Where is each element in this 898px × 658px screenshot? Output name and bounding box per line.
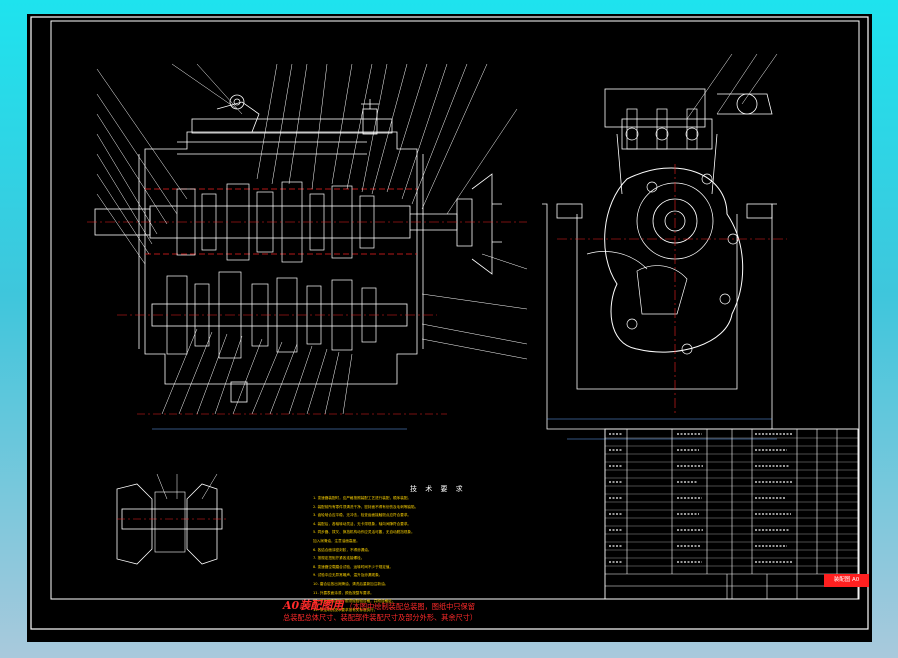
note-line: 3. 齿轮啮合应平稳，无冲击，检查齿面接触斑点应符合要求。 <box>313 513 412 518</box>
caption-text: （本图中绘制装配总装图，图纸中只保留 <box>345 602 475 611</box>
tech-requirements-notes: 1. 变速器装配时，应严格按照装配工艺进行装配，顺序装配。 2. 装配前所有零件… <box>313 494 583 614</box>
parts-list <box>604 428 859 600</box>
detail-view <box>116 473 227 565</box>
drawing-stamp: 装配图 A0 <box>824 574 869 587</box>
note-line: 13. 未注明的技术要求按有关标准执行。 <box>313 607 378 612</box>
note-line: 2. 装配前所有零件须清洗干净，密封面不得有划伤及毛刺等缺陷。 <box>313 504 419 509</box>
note-line: 5. 同步器、拨叉、换挡机构动作应灵活可靠，无自动脱挡现象。 <box>313 530 415 535</box>
note-line: 12. 变速器总成出厂前须经检验合格，并附合格证。 <box>313 599 396 604</box>
note-line: 6. 各结合面涂密封胶，不得渗漏油。 <box>313 547 372 552</box>
note-line: 10. 磨合后放出润滑油，清洗后重新加注新油。 <box>313 581 389 586</box>
note-line: 加入润滑油，注意油面高度。 <box>313 538 360 543</box>
drawing-sheet: 技 术 要 求 1. 变速器装配时，应严格按照装配工艺进行装配，顺序装配。 2.… <box>27 14 872 642</box>
note-line: 8. 变速器空载磨合试验，运转时间不少于规定值。 <box>313 564 394 569</box>
cad-drawing <box>30 16 869 630</box>
parts-list-rows <box>605 437 858 567</box>
main-section-view <box>87 63 528 430</box>
note-line: 11. 外露表面涂漆，颜色按整车要求。 <box>313 590 374 595</box>
red-caption: A0装配图用 （本图中绘制装配总装图，图纸中只保留 总装配总体尺寸、装配部件装配… <box>283 600 603 623</box>
note-line: 1. 变速器装配时，应严格按照装配工艺进行装配，顺序装配。 <box>313 496 412 500</box>
side-view <box>542 53 787 440</box>
caption-title: A0装配图用 <box>283 599 344 612</box>
note-line: 9. 试验中应无异常噪声、温升及渗漏现象。 <box>313 573 383 578</box>
parts-list-text-marks <box>609 433 793 563</box>
note-line: 4. 装配后，各轴转动灵活，无卡滞现象，轴向间隙符合要求。 <box>313 521 412 526</box>
tech-requirements-title: 技 术 要 求 <box>410 485 466 493</box>
note-line: 7. 按规定扭矩拧紧各连接螺栓。 <box>313 556 365 561</box>
caption-text-2: 总装配总体尺寸、装配部件装配尺寸及部分外形、其余尺寸） <box>283 613 478 622</box>
